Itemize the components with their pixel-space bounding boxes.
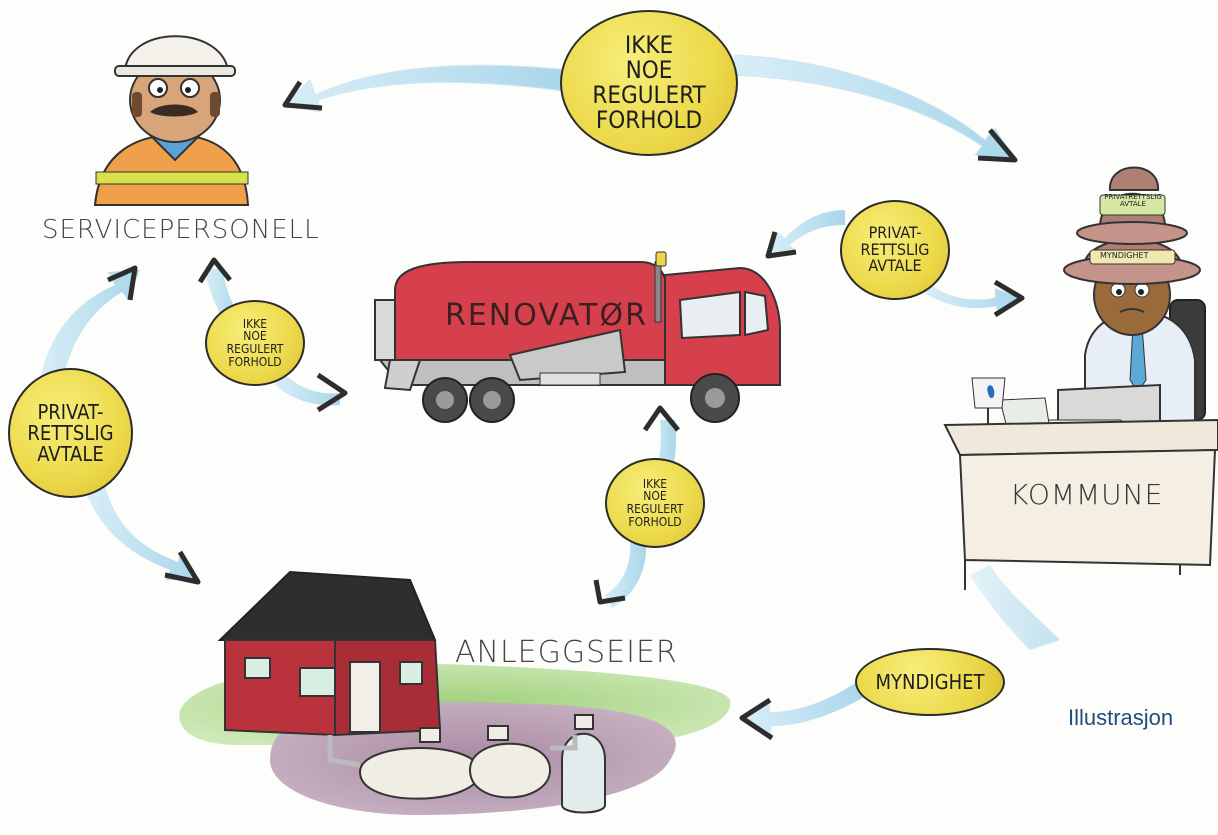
arrow-to-truck-cab: [765, 210, 845, 259]
arrow-to-kommune: [922, 279, 1025, 318]
relation-bubble-top: IKKE NOE REGULERT FORHOLD: [560, 10, 738, 156]
arrow-top-left: [282, 64, 571, 113]
arrow-to-truck: [275, 370, 348, 413]
hat-label-privatrettslig: PRIVATRETTSLIG AVTALE: [1104, 193, 1162, 208]
relation-bubble-truck-owner: IKKE NOE REGULERT FORHOLD: [605, 458, 705, 548]
arrow-top-right: [734, 54, 1018, 163]
relation-label-kommune-truck: PRIVAT- RETTSLIG AVTALE: [860, 222, 930, 276]
relation-label-service-truck: IKKE NOE REGULERT FORHOLD: [226, 316, 284, 369]
arrow-left-down: [85, 485, 201, 585]
relation-bubble-kommune-truck: PRIVAT- RETTSLIG AVTALE: [840, 200, 950, 300]
arrow-kommune-down: [739, 565, 1060, 741]
relation-bubble-service-truck: IKKE NOE REGULERT FORHOLD: [205, 300, 305, 386]
owner-illustration: [179, 570, 731, 815]
truck-illustration: [374, 251, 781, 423]
arrow-left-up: [40, 265, 140, 385]
node-label-anleggseier: ANLEGGSEIER: [455, 635, 678, 670]
node-label-kommune: KOMMUNE: [1010, 478, 1164, 511]
relation-bubble-kommune-owner: MYNDIGHET: [855, 648, 1005, 716]
node-label-servicepersonell: SERVICEPERSONELL: [42, 215, 320, 245]
arrow-to-owner: [593, 540, 647, 608]
hat-label-myndighet: MYNDIGHET: [1100, 251, 1149, 260]
node-label-renovator: RENOVATØR: [445, 298, 648, 333]
caption-text: Illustrasjon: [1068, 705, 1174, 730]
relation-label-left: PRIVAT- RETTSLIG AVTALE: [27, 399, 114, 466]
relation-label-kommune-owner: MYNDIGHET: [875, 669, 985, 694]
relation-label-truck-owner: IKKE NOE REGULERT FORHOLD: [626, 476, 684, 529]
relation-label-top: IKKE NOE REGULERT FORHOLD: [592, 30, 706, 135]
kommune-illustration: [943, 166, 1218, 590]
relation-bubble-left: PRIVAT- RETTSLIG AVTALE: [8, 368, 133, 498]
service-worker-illustration: [93, 35, 250, 206]
